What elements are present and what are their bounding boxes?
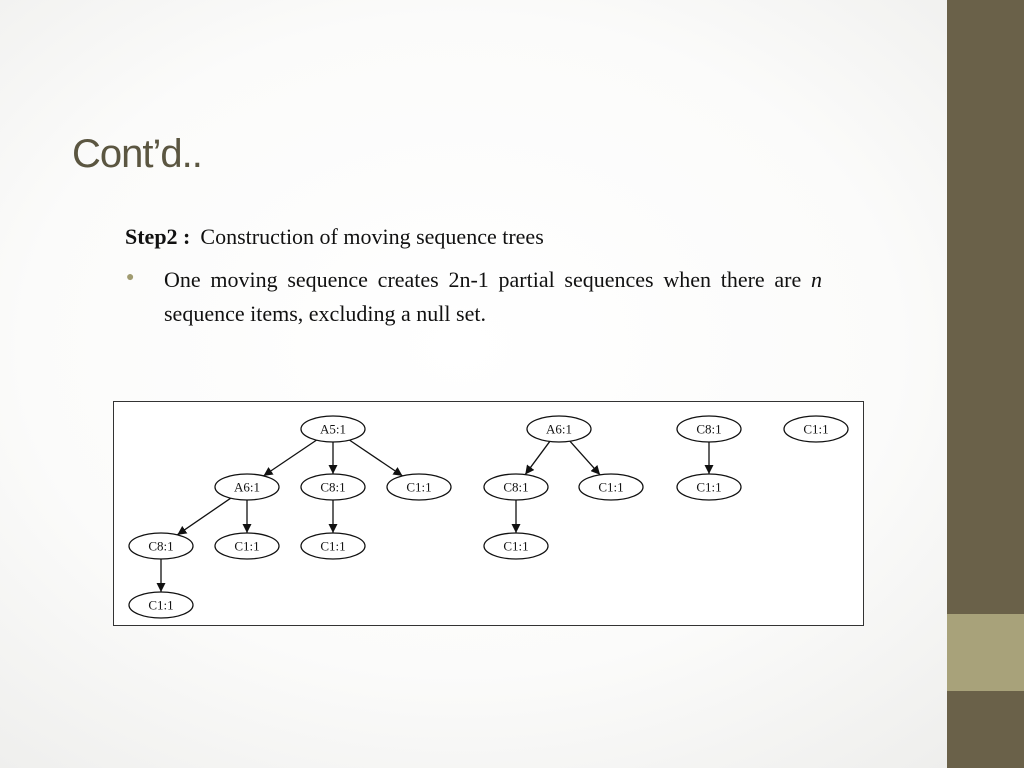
tree-node-t1-a6-c8: C8:1 [128,532,194,560]
slide-title: Cont’d.. [72,132,203,176]
node-ellipse [676,415,742,443]
node-label: C1:1 [598,480,623,495]
step-label: Step2 : [125,224,191,249]
node-label: C8:1 [320,480,345,495]
tree-node-t1-a6: A6:1 [214,473,280,501]
node-label: C8:1 [696,422,721,437]
node-ellipse [526,415,592,443]
tree-node-t2-c1: C1:1 [578,473,644,501]
bullet-variable: n [811,267,822,292]
node-ellipse [128,532,194,560]
node-label: A6:1 [234,480,260,495]
step-text: Construction of moving sequence trees [200,224,544,249]
node-label: C1:1 [234,539,259,554]
node-ellipse [300,473,366,501]
tree-node-t2-c8: C8:1 [483,473,549,501]
bullet-text-after: sequence items, excluding a null set. [164,301,486,326]
tree-node-t3-c1: C1:1 [676,473,742,501]
node-ellipse [214,532,280,560]
tree-node-t1-c8-c1: C1:1 [300,532,366,560]
tree-edge-t2_root-t2_c8 [524,441,551,475]
node-ellipse [386,473,452,501]
bullet-text-before: One moving sequence creates 2n-1 partial… [164,267,811,292]
tree-edge-t1_a6-t1_a6_c8 [176,497,232,536]
tree-edge-t1_root-t1_a6 [263,439,317,477]
tree-node-t1-c8: C8:1 [300,473,366,501]
tree-node-t1-root: A5:1 [300,415,366,443]
node-label: A5:1 [320,422,346,437]
sidebar-accent-block [947,614,1024,691]
step-heading: Step2 : Construction of moving sequence t… [125,224,544,250]
node-ellipse [483,473,549,501]
node-ellipse [783,415,849,443]
node-label: C1:1 [406,480,431,495]
bullet-text: One moving sequence creates 2n-1 partial… [164,263,822,331]
node-label: C1:1 [696,480,721,495]
node-label: C1:1 [503,539,528,554]
node-ellipse [214,473,280,501]
node-label: C1:1 [148,598,173,613]
node-label: C8:1 [503,480,528,495]
node-label: C1:1 [320,539,345,554]
node-ellipse [300,415,366,443]
node-label: C8:1 [148,539,173,554]
node-ellipse [300,532,366,560]
tree-node-t4-root: C1:1 [783,415,849,443]
node-label: C1:1 [803,422,828,437]
tree-node-t2-root: A6:1 [526,415,592,443]
tree-node-t1-c1: C1:1 [386,473,452,501]
node-ellipse [676,473,742,501]
node-ellipse [578,473,644,501]
tree-node-t3-root: C8:1 [676,415,742,443]
node-ellipse [483,532,549,560]
node-ellipse [128,591,194,619]
node-label: A6:1 [546,422,572,437]
tree-edge-t1_root-t1_c1 [349,439,403,477]
tree-node-t1-a6-c1: C1:1 [214,532,280,560]
tree-edge-t2_root-t2_c1 [569,440,601,476]
tree-node-t2-c8-c1: C1:1 [483,532,549,560]
tree-node-t1-a6-c8-c1: C1:1 [128,591,194,619]
bullet-dot-icon: ● [126,270,135,285]
